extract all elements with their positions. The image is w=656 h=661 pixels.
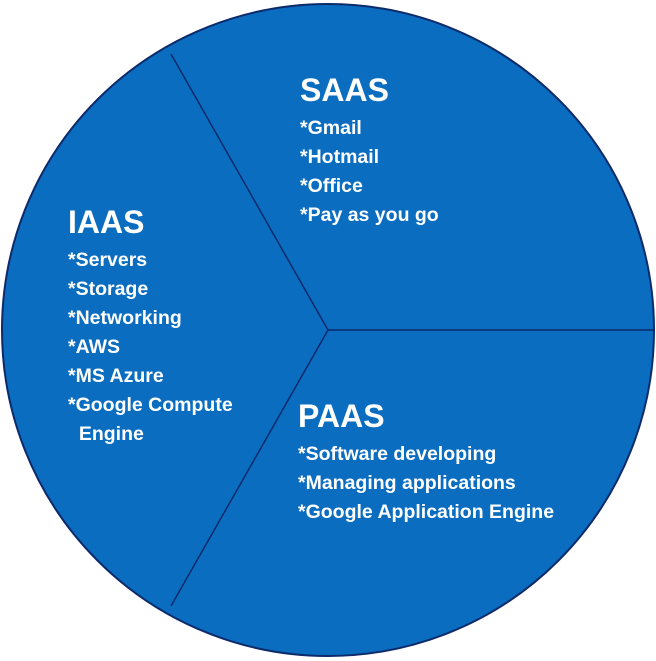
saas-item: *Office — [300, 175, 363, 197]
paas-item: *Software developing — [298, 443, 497, 465]
iaas-item: *AWS — [68, 336, 121, 358]
paas-segment: PAAS *Software developing *Managing appl… — [298, 398, 554, 527]
iaas-item: *Google Compute — [68, 394, 233, 416]
saas-list: *Gmail *Hotmail *Office *Pay as you go — [300, 114, 439, 230]
iaas-item: *Servers — [68, 249, 148, 271]
paas-list: *Software developing *Managing applicati… — [298, 440, 554, 527]
iaas-item: Engine — [68, 423, 144, 445]
saas-segment: SAAS *Gmail *Hotmail *Office *Pay as you… — [300, 72, 439, 230]
saas-item: *Gmail — [300, 117, 362, 139]
saas-item: *Pay as you go — [300, 204, 439, 226]
iaas-title: IAAS — [68, 204, 145, 240]
saas-item: *Hotmail — [300, 146, 380, 168]
iaas-item: *Networking — [68, 307, 182, 329]
saas-title: SAAS — [300, 72, 389, 108]
iaas-item: *Storage — [68, 278, 149, 300]
iaas-list: *Servers *Storage *Networking *AWS *MS A… — [68, 246, 233, 449]
paas-item: *Managing applications — [298, 472, 516, 494]
iaas-item: *MS Azure — [68, 365, 164, 387]
divider-saas-iaas — [170, 53, 329, 331]
paas-title: PAAS — [298, 398, 385, 434]
paas-item: *Google Application Engine — [298, 501, 555, 523]
iaas-segment: IAAS *Servers *Storage *Networking *AWS … — [68, 204, 233, 449]
divider-iaas-paas — [170, 329, 329, 607]
